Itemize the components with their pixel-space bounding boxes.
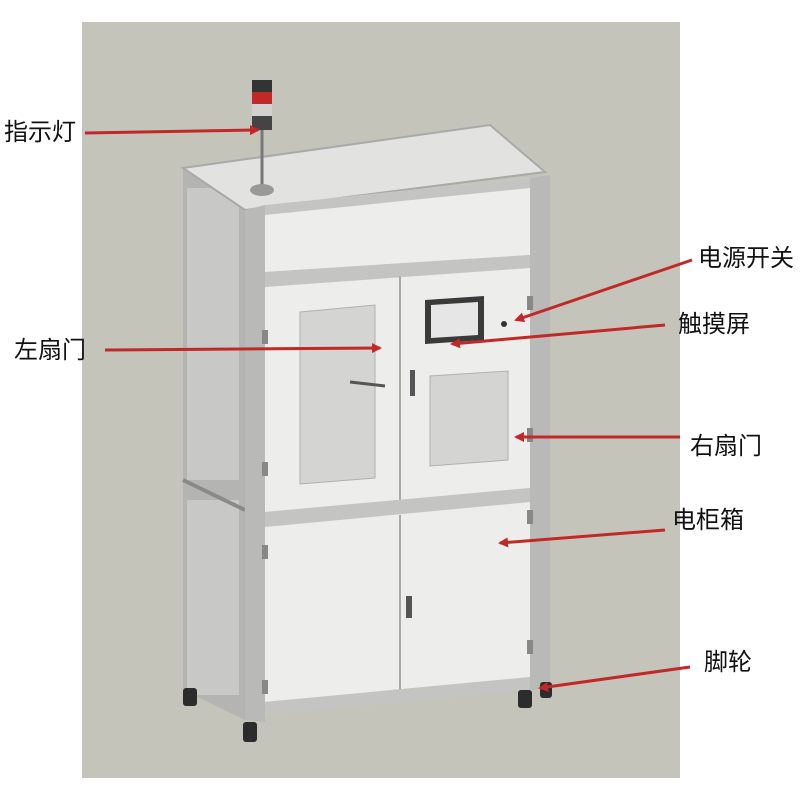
header-bottom-rail [265,255,530,287]
callout-arrow-power-switch [514,258,693,323]
hinge [262,680,268,694]
right-door-glass [429,370,509,467]
side-upper-plate [187,188,239,480]
left-door-glass [299,304,376,485]
callout-arrow-touch-screen [450,323,666,349]
indicator-light-body [252,116,272,130]
label-power-switch: 电源开关 [698,244,794,272]
left-door-handle [349,380,386,388]
callout-arrow-left-door [104,343,382,354]
hinge [527,296,533,310]
indicator-light-cap [252,80,272,92]
callout-arrow-caster [538,665,691,692]
label-electric-cabinet: 电柜箱 [672,506,744,534]
lower-cabinet-panel [265,502,530,702]
caster-wheel [518,690,532,708]
front-right-upright [530,175,550,690]
indicator-base [250,184,274,196]
hinge [527,428,533,442]
side-rail [182,478,246,512]
header-top-rail [265,178,530,215]
right-door-handle [410,370,415,396]
label-indicator-light: 指示灯 [4,118,76,146]
lower-door-lock [406,596,412,618]
caster-wheel [183,688,197,706]
label-touch-screen: 触摸屏 [678,310,750,338]
label-right-door: 右扇门 [690,432,762,460]
indicator-light-red [252,92,272,104]
label-caster: 脚轮 [704,648,752,676]
touch-screen-display [431,302,478,338]
hinge [262,545,268,559]
hinge [527,640,533,654]
hinge [527,510,533,524]
caster-wheel [540,682,552,698]
side-lower-plate [187,500,239,695]
bottom-rail [265,677,530,715]
callout-arrow-indicator-light [84,125,260,136]
middle-rail [265,488,530,527]
indicator-light-section [252,104,272,116]
hinge [262,462,268,476]
caster-wheel [243,722,257,742]
power-switch-knob [501,321,507,327]
label-left-door: 左扇门 [14,336,86,364]
hinge [262,330,268,344]
callout-arrow-electric-cabinet [498,528,666,548]
front-left-upright [245,205,265,722]
